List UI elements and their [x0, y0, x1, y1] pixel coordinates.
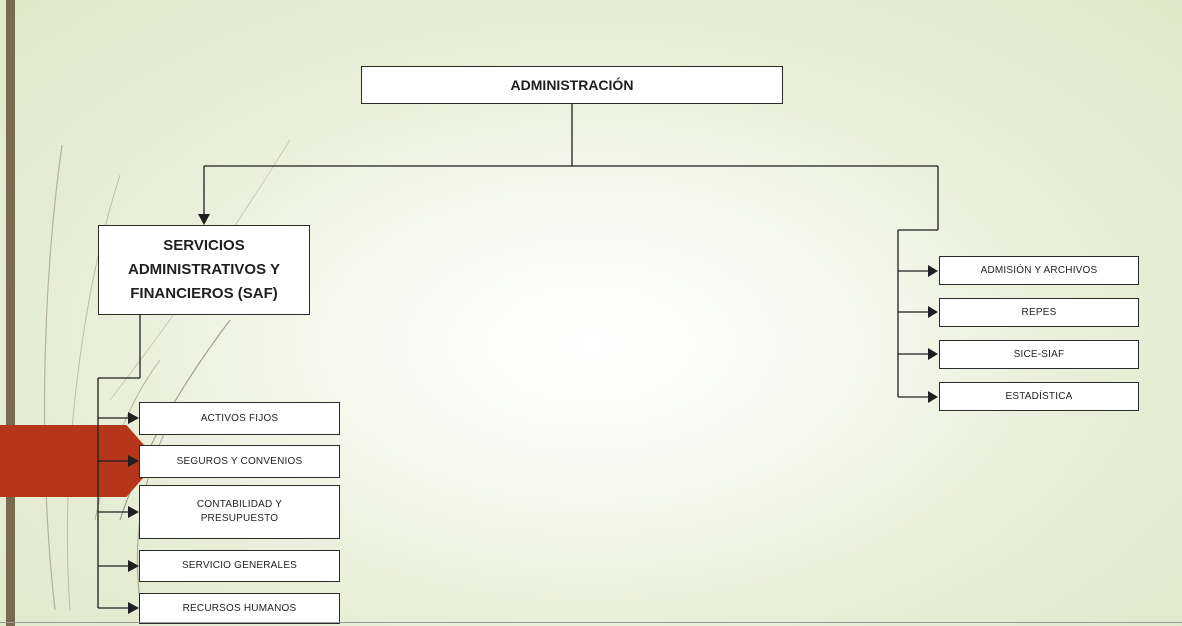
node-servicio-generales-label: SERVICIO GENERALES: [181, 560, 298, 571]
left-border-bar: [6, 0, 15, 626]
node-administracion-label: ADMINISTRACIÓN: [510, 77, 634, 93]
node-estadistica: ESTADÍSTICA: [939, 382, 1139, 411]
node-recursos-humanos-label: RECURSOS HUMANOS: [182, 602, 297, 614]
node-servicio-generales: SERVICIO GENERALES: [139, 550, 340, 582]
node-activos-fijos-label: ACTIVOS FIJOS: [200, 412, 279, 424]
node-sice-siaf: SICE-SIAF: [939, 340, 1139, 369]
node-admision-archivos-label: ADMISIÓN Y ARCHIVOS: [980, 264, 1098, 276]
node-contabilidad-presupuesto-label: CONTABILIDAD Y PRESUPUESTO: [196, 499, 283, 524]
node-estadistica-label: ESTADÍSTICA: [1005, 390, 1073, 402]
node-repes: REPES: [939, 298, 1139, 327]
node-administracion: ADMINISTRACIÓN: [361, 66, 783, 104]
node-recursos-humanos: RECURSOS HUMANOS: [139, 593, 340, 624]
node-seguros-convenios-label: SEGUROS Y CONVENIOS: [176, 455, 303, 467]
accent-tab: [0, 425, 158, 497]
node-saf-label: SERVICIOS ADMINISTRATIVOS Y FINANCIEROS …: [128, 237, 280, 302]
node-saf: SERVICIOS ADMINISTRATIVOS Y FINANCIEROS …: [98, 225, 310, 315]
node-seguros-convenios: SEGUROS Y CONVENIOS: [139, 445, 340, 478]
node-contabilidad-presupuesto: CONTABILIDAD Y PRESUPUESTO: [139, 485, 340, 539]
node-admision-archivos: ADMISIÓN Y ARCHIVOS: [939, 256, 1139, 285]
node-repes-label: REPES: [1021, 306, 1057, 318]
node-activos-fijos: ACTIVOS FIJOS: [139, 402, 340, 435]
node-sice-siaf-label: SICE-SIAF: [1013, 348, 1065, 360]
bottom-divider: [0, 622, 1182, 623]
